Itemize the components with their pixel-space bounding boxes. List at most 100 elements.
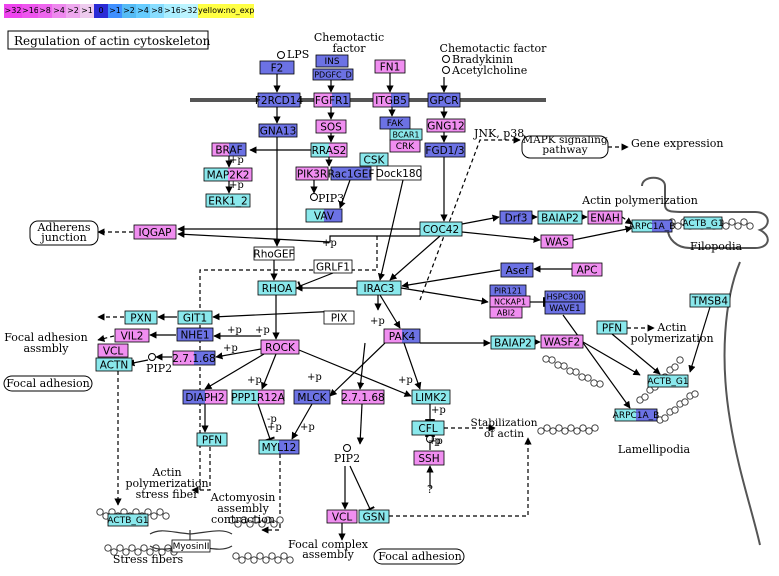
gene-node-nckap1[interactable]: NCKAP1 xyxy=(489,295,531,308)
gene-node-fn1[interactable]: FN1 xyxy=(374,59,406,74)
gene-node-rac1gef[interactable]: Rac1GEF xyxy=(328,166,375,181)
gene-node-actb-g1-mid[interactable]: ACTB_G1 xyxy=(647,374,689,388)
pathway-edge xyxy=(611,333,661,375)
gene-node-abi2[interactable]: ABI2 xyxy=(489,306,523,319)
gene-node-cfl[interactable]: CFL xyxy=(411,420,445,436)
gene-node-map2k2[interactable]: MAP2K2 xyxy=(203,167,253,182)
gene-node-pik3r[interactable]: PIK3R xyxy=(295,166,329,181)
gene-node-irac3[interactable]: IRAC3 xyxy=(356,280,402,296)
gene-node-gng12[interactable]: GNG12 xyxy=(426,118,466,133)
gene-node-baiap2-mid[interactable]: BAIAP2 xyxy=(490,335,536,350)
pathway-edge xyxy=(461,214,500,225)
gene-node-mlck[interactable]: MLCK xyxy=(293,389,331,405)
label-adherens-2: junction xyxy=(39,231,86,244)
gene-node-sos[interactable]: SOS xyxy=(315,119,347,134)
gene-node-rhoa[interactable]: RHOA xyxy=(257,280,297,296)
gene-label: CRK xyxy=(396,142,416,152)
gene-node-diaph2[interactable]: DIAPH2 xyxy=(182,389,228,405)
gene-node-pfn-left[interactable]: PFN xyxy=(196,432,228,447)
gene-node-gsn[interactable]: GSN xyxy=(358,509,390,524)
gene-node-gna13[interactable]: GNA13 xyxy=(258,123,298,138)
gene-node-iqgap[interactable]: IQGAP xyxy=(133,224,177,240)
phosphorylation-label: +p xyxy=(255,325,270,336)
gene-node-pak4[interactable]: PAK4 xyxy=(383,328,421,344)
gene-node-myosinii[interactable]: MyosinII xyxy=(171,539,211,553)
label-actomyosin-2: assembly xyxy=(217,502,269,515)
gene-node-fgd1-3[interactable]: FGD1/3 xyxy=(424,142,466,158)
gene-node-fgfr1[interactable]: FGFR1 xyxy=(313,92,351,108)
gene-node-tmsb4[interactable]: TMSB4 xyxy=(689,293,731,308)
gene-node-rras2[interactable]: RRAS2 xyxy=(310,142,348,158)
gene-node-myl12[interactable]: MYL12 xyxy=(258,439,300,455)
gene-label: MAP2K2 xyxy=(207,169,250,181)
gene-node-vcl-bottom[interactable]: VCL xyxy=(326,509,358,524)
gene-node-ppp1r12a[interactable]: PPP1R12A xyxy=(231,389,286,405)
gene-node-wasf2[interactable]: WASF2 xyxy=(540,334,584,349)
gene-node-bcar1[interactable]: BCAR1 xyxy=(389,128,423,141)
gene-node-actb-g1-bottom[interactable]: ACTB_G1 xyxy=(107,513,149,527)
gene-node-coc42[interactable]: COC42 xyxy=(419,221,463,237)
gene-node-n2-7-1-68-mid[interactable]: 2.7.1.68 xyxy=(341,389,385,405)
gene-node-wave1[interactable]: WAVE1 xyxy=(544,301,586,315)
gene-node-actb-g1-top[interactable]: ACTB_G1 xyxy=(682,216,724,230)
gene-node-arpc1a-b-mid[interactable]: ARPC1A_B xyxy=(613,408,660,422)
pathway-edge xyxy=(419,136,521,301)
gene-node-crk[interactable]: CRK xyxy=(389,139,421,153)
gene-node-vil2[interactable]: VIL2 xyxy=(114,328,150,343)
gene-node-pxn[interactable]: PXN xyxy=(124,310,158,325)
gene-node-braf[interactable]: BRAF xyxy=(211,142,247,157)
gene-node-apc[interactable]: APC xyxy=(571,262,603,277)
gene-node-vav[interactable]: VAV xyxy=(305,208,343,223)
label-question: ? xyxy=(427,483,433,496)
gene-node-baiap2-top[interactable]: BAIAP2 xyxy=(537,210,583,225)
gene-node-grlf1[interactable]: GRLF1 xyxy=(313,259,353,274)
gene-node-ins[interactable]: INS xyxy=(315,54,349,68)
gene-label: FGFR1 xyxy=(315,95,349,107)
gene-label: WAVE1 xyxy=(549,304,581,314)
gene-node-f2[interactable]: F2 xyxy=(259,60,295,75)
gene-label: 2.7.1.68 xyxy=(341,392,384,404)
gene-label: MLCK xyxy=(297,392,327,404)
gene-node-pir121[interactable]: PIR121 xyxy=(489,284,527,297)
gene-node-enah[interactable]: ENAH xyxy=(587,210,623,225)
gene-label: ERK1_2 xyxy=(208,195,247,207)
gene-node-pix[interactable]: PIX xyxy=(323,310,355,325)
pathway-edge xyxy=(357,342,366,390)
gene-node-pfn-right[interactable]: PFN xyxy=(596,320,628,335)
gene-node-nhe1[interactable]: NHE1 xyxy=(176,327,214,342)
gene-node-hspc300[interactable]: HSPC300 xyxy=(544,290,586,303)
gene-node-arpc1a-b-top[interactable]: ARPC1A_B xyxy=(629,219,676,233)
gene-node-ssh[interactable]: SSH xyxy=(413,450,445,466)
gene-label: GIT1 xyxy=(183,312,207,324)
gene-node-f2rcd14[interactable]: F2RCD14 xyxy=(255,92,304,108)
legend-swatch: >8 xyxy=(150,4,164,18)
gene-node-gpcr[interactable]: GPCR xyxy=(427,92,461,108)
gene-node-csk[interactable]: CSK xyxy=(359,152,389,167)
gene-node-asef[interactable]: Asef xyxy=(500,262,534,278)
gene-node-itgb5[interactable]: ITGB5 xyxy=(372,92,410,108)
gene-node-rock[interactable]: ROCK xyxy=(260,339,300,355)
pathway-edge xyxy=(257,403,275,442)
gene-node-erk1-2[interactable]: ERK1_2 xyxy=(205,193,251,208)
gene-node-dock180[interactable]: Dock180 xyxy=(376,165,422,181)
phosphorylation-label: +p xyxy=(428,436,443,447)
gene-label: GRLF1 xyxy=(316,261,350,273)
gene-node-limk2[interactable]: LIMK2 xyxy=(411,389,451,405)
label-pip2-bottom: PIP2 xyxy=(334,452,360,465)
gene-node-rhogef[interactable]: RhoGEF xyxy=(253,246,295,261)
gene-label: ACTB_G1 xyxy=(682,219,723,229)
gene-node-vcl-left[interactable]: VCL xyxy=(97,343,129,358)
gene-node-fak[interactable]: FAK xyxy=(379,116,411,130)
gene-node-was[interactable]: WAS xyxy=(540,234,574,249)
gene-label: MYL12 xyxy=(262,442,297,454)
gene-node-git1[interactable]: GIT1 xyxy=(177,310,213,325)
gene-node-actn[interactable]: ACTN xyxy=(95,357,133,372)
pathway-edge xyxy=(261,353,277,390)
gene-node-drf3[interactable]: Drf3 xyxy=(499,210,533,225)
gene-label: GSN xyxy=(363,511,386,523)
label-actomyosin-1: Actomyosin xyxy=(210,491,276,504)
gene-node-n2-7-1-68-left[interactable]: 2.7.1.68 xyxy=(172,350,216,366)
pathway-edge xyxy=(582,341,641,376)
label-filopodia: Filopodia xyxy=(690,240,743,253)
gene-node-pdgfc-d[interactable]: PDGFC_D xyxy=(312,68,354,81)
